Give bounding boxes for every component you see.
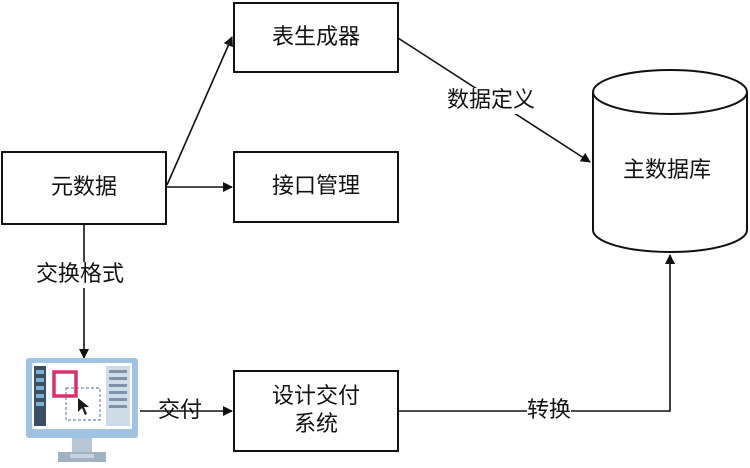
edge-label-exchange-format: 交换格式: [36, 262, 125, 288]
node-main-db-label: 主数据库: [623, 158, 712, 183]
node-metadata-label: 元数据: [50, 175, 117, 200]
node-interface-mgmt-label: 接口管理: [271, 174, 360, 199]
node-delivery-system-label: 设计交付 系统: [271, 384, 360, 437]
computer-design-icon: [26, 358, 138, 462]
edge-metadata-to-table-generator: [166, 36, 233, 186]
node-delivery-system: 设计交付 系统: [233, 370, 399, 452]
node-table-generator: 表生成器: [233, 2, 399, 73]
edge-delivery-to-db: [398, 254, 675, 412]
node-interface-mgmt: 接口管理: [233, 151, 399, 223]
edge-label-deliver: 交付: [158, 398, 203, 423]
edge-label-convert: 转换: [527, 398, 572, 424]
main-db-cylinder: [592, 69, 748, 253]
node-metadata: 元数据: [1, 151, 167, 225]
edge-label-data-definition: 数据定义: [447, 88, 536, 114]
node-table-generator-label: 表生成器: [271, 24, 360, 50]
